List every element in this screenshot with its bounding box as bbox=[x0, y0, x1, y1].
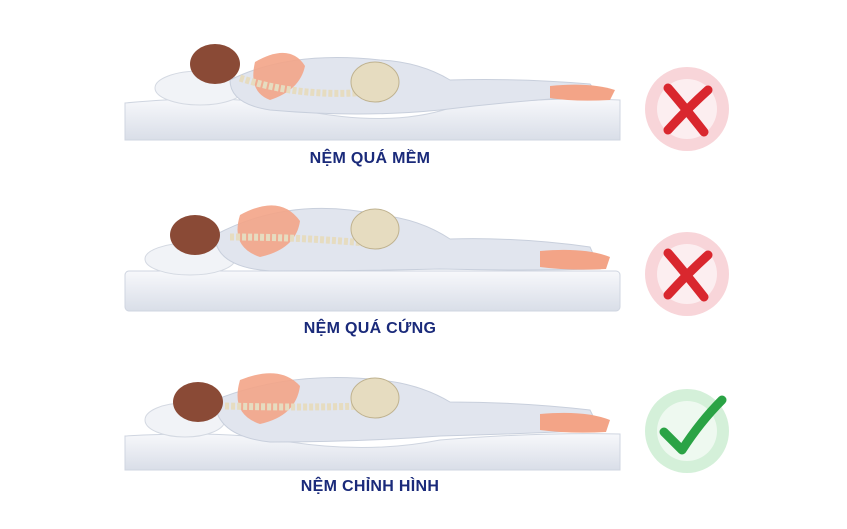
head-hair bbox=[173, 382, 223, 422]
pelvis bbox=[350, 61, 400, 103]
mattress-orthopedic bbox=[124, 433, 621, 471]
feet bbox=[540, 412, 610, 433]
feet bbox=[550, 84, 615, 101]
illustration-orthopedic bbox=[124, 373, 621, 471]
cross-icon bbox=[645, 232, 729, 316]
mattress-firm bbox=[124, 270, 621, 312]
panel-too-soft: NỆM QUÁ MỀM bbox=[0, 0, 847, 167]
panel-orthopedic: NỆM CHỈNH HÌNH bbox=[0, 350, 847, 510]
back-muscles bbox=[237, 205, 300, 257]
spine bbox=[229, 233, 366, 247]
head-hair bbox=[170, 215, 220, 255]
head-hair bbox=[190, 44, 240, 84]
illustration-too-firm bbox=[124, 205, 621, 312]
illustration-too-soft bbox=[124, 44, 621, 141]
pelvis bbox=[350, 377, 400, 419]
panel-too-firm: NỆM QUÁ CỨNG bbox=[0, 175, 847, 337]
caption-orthopedic: NỆM CHỈNH HÌNH bbox=[300, 478, 440, 495]
pelvis bbox=[350, 208, 400, 250]
cross-icon bbox=[645, 67, 729, 151]
spine bbox=[224, 402, 366, 411]
check-icon bbox=[645, 389, 729, 473]
caption-too-soft: NỆM QUÁ MỀM bbox=[309, 150, 431, 167]
back-muscles bbox=[237, 373, 300, 424]
feet bbox=[540, 249, 610, 270]
caption-too-firm: NỆM QUÁ CỨNG bbox=[303, 320, 437, 337]
